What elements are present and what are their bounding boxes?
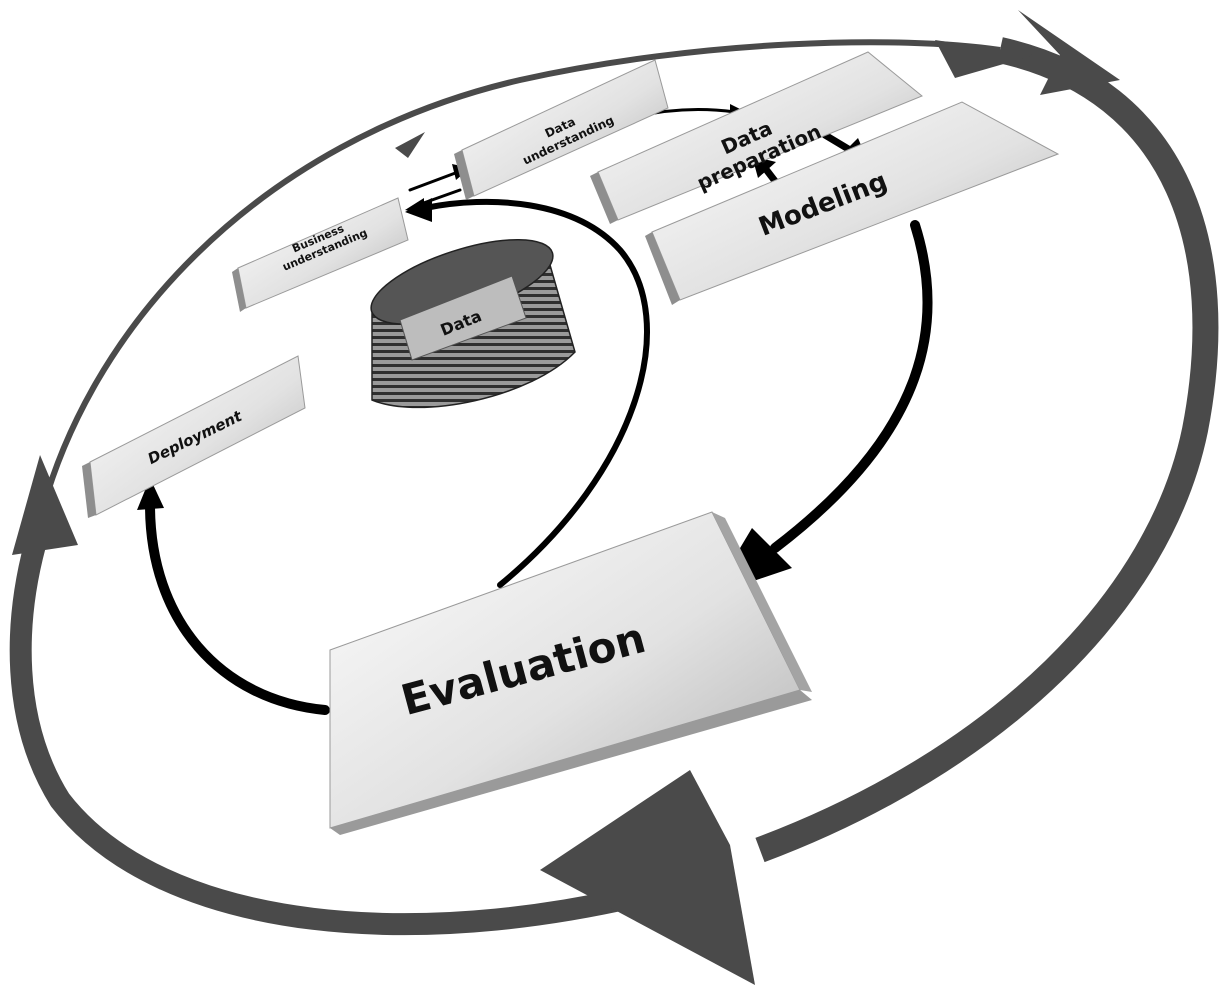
data-store: Data [370,238,576,409]
arrow-data-understanding-to-business-head [405,198,424,214]
arrow-modeling-to-evaluation [770,220,933,553]
outer-cycle-arrowhead-thin [395,132,425,158]
inner-arrows [137,104,933,715]
outer-cycle-thin-arc [32,39,1001,541]
data-store-label-plate [399,275,527,361]
arrow-business-to-data-understanding [408,170,460,192]
arrow-evaluation-to-business [422,198,650,588]
outer-cycle [9,10,1219,985]
outer-cycle-arrowhead-bottom [540,770,755,985]
outer-cycle-left-arc [9,542,704,936]
arrow-evaluation-to-deployment [145,500,330,715]
arrow-preparation-to-modeling [821,131,854,154]
outer-cycle-arrowhead-top [1018,10,1120,95]
arrow-evaluation-to-deployment-head [137,478,164,510]
outer-cycle-right-arc [755,37,1219,863]
arrow-data-understanding-to-business [416,188,462,207]
phase-evaluation: Evaluation [329,511,812,835]
outer-cycle-arrowhead-left [12,455,78,555]
phase-deployment: Deployment [82,355,306,518]
outer-cycle-arrowhead-top-2 [935,40,1035,78]
